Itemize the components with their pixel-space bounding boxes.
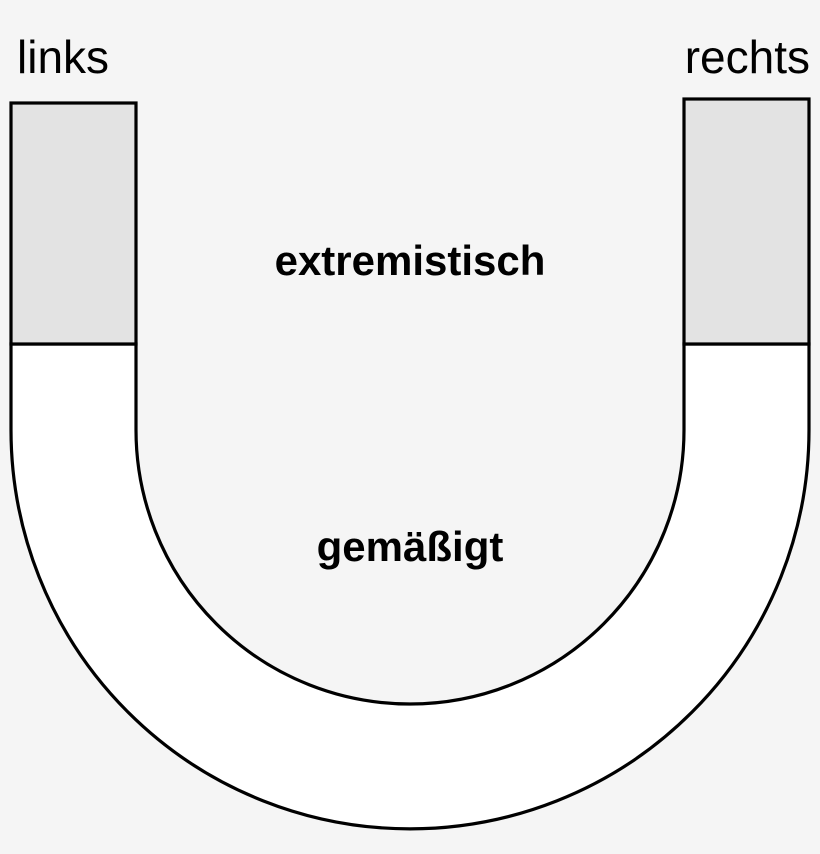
- right-pole-label: rechts: [684, 31, 810, 83]
- moderate-zone-shape: [9, 342, 811, 831]
- left-pole-label: links: [17, 31, 110, 83]
- right-extremist-bar: [682, 97, 811, 346]
- moderate-zone-label: gemäßigt: [316, 523, 504, 570]
- extremist-zone-label: extremistisch: [274, 237, 546, 284]
- left-extremist-bar: [9, 101, 138, 346]
